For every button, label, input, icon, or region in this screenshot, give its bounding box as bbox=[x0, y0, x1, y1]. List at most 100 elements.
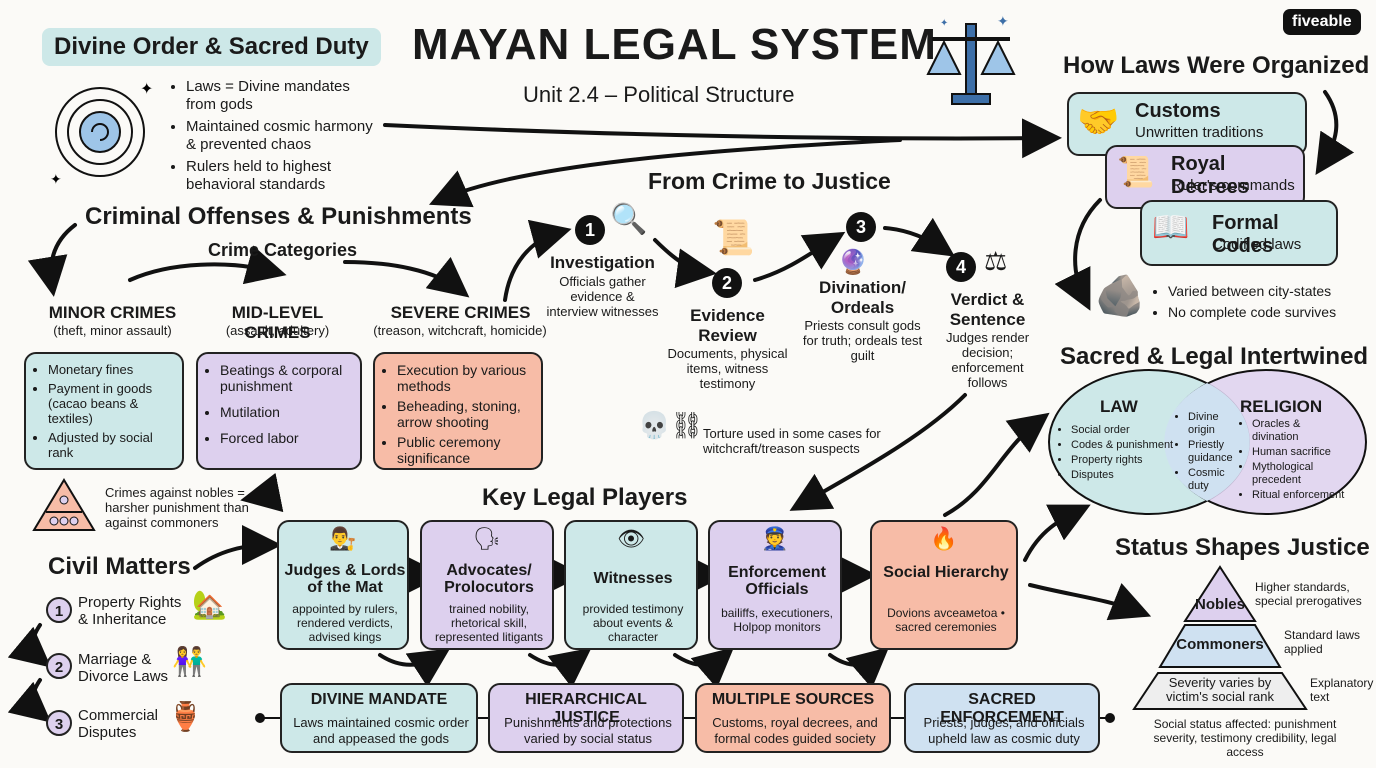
codes-title: Formal Codes bbox=[1212, 212, 1279, 257]
svg-text:✦: ✦ bbox=[997, 14, 1009, 29]
divine-bullet: Laws = Divine mandates from gods bbox=[186, 78, 380, 114]
step-title: Divination/ Ordeals bbox=[819, 278, 906, 317]
svg-text:✦: ✦ bbox=[140, 81, 153, 98]
step-desc: Priests consult gods for truth; ordeals … bbox=[802, 318, 923, 363]
law-item: Social order bbox=[1071, 424, 1173, 437]
civil-item: Property Rights & Inheritance bbox=[78, 594, 182, 628]
organized-heading: How Laws Were Organized bbox=[1063, 52, 1370, 79]
status-pyramid bbox=[1132, 565, 1308, 710]
tier-note: Explanatory text bbox=[1310, 676, 1374, 704]
organized-notes: Varied between city-states No complete c… bbox=[1152, 283, 1336, 325]
religion-item: Ritual enforcement bbox=[1252, 489, 1347, 502]
couple-icon: 👫 bbox=[172, 646, 207, 677]
player-title: Witnesses bbox=[593, 570, 673, 587]
player-desc: appointed by rulers, rendered verdicts, … bbox=[292, 602, 398, 644]
tier-note: Standard laws applied bbox=[1284, 628, 1361, 656]
decrees-desc: Ruler's commands bbox=[1171, 177, 1295, 194]
civil-item: Marriage & Divorce Laws bbox=[78, 651, 169, 685]
minor-item: Monetary fines bbox=[48, 362, 176, 377]
page-title: MAYAN LEGAL SYSTEM bbox=[412, 20, 937, 69]
severe-item: Public ceremony significance bbox=[397, 434, 535, 466]
theme-title: SACRED ENFORCEMENT bbox=[940, 691, 1064, 726]
mid-item: Beatings & corporal punishment bbox=[220, 362, 354, 394]
svg-text:✦: ✦ bbox=[50, 171, 62, 187]
players-heading: Key Legal Players bbox=[482, 484, 688, 511]
severe-crimes-examples: (treason, witchcraft, homicide) bbox=[373, 323, 547, 338]
tier-label: Nobles bbox=[1194, 596, 1245, 613]
decrees-title: Royal Decrees bbox=[1171, 153, 1249, 198]
theme-desc: Laws maintained cosmic order and appease… bbox=[293, 715, 469, 746]
minor-crimes-card: Monetary fines Payment in goods (cacao b… bbox=[24, 352, 184, 470]
officer-icon: 👮 bbox=[761, 526, 789, 551]
judge-icon: 👨‍⚖️ bbox=[329, 526, 357, 551]
minor-crimes-title: MINOR CRIMES bbox=[48, 303, 177, 322]
venn-overlap-list: Divine origin Priestly guidance Cosmic d… bbox=[1172, 411, 1248, 497]
civil-number: 2 bbox=[46, 653, 72, 679]
divine-heading: Divine Order & Sacred Duty bbox=[54, 33, 369, 60]
theme-card-hierarchical: HIERARCHICAL JUSTICE Punishments and pro… bbox=[488, 683, 684, 753]
mid-item: Mutilation bbox=[220, 404, 354, 420]
theme-title: HIERARCHICAL JUSTICE bbox=[525, 691, 647, 726]
process-heading: From Crime to Justice bbox=[648, 168, 891, 194]
religion-item: Oracles & divination bbox=[1252, 418, 1347, 444]
skull-chain-icon: 💀⛓ bbox=[638, 410, 704, 440]
step-title: Evidence Review bbox=[690, 306, 765, 345]
codes-card: 📖 Formal Codes Codified laws bbox=[1140, 200, 1338, 266]
mid-crimes-title: MID-LEVEL CRIMES bbox=[231, 303, 324, 342]
step-title: Investigation bbox=[550, 253, 655, 272]
overlap-item: Divine origin bbox=[1188, 411, 1248, 437]
tier-label: Commoners bbox=[1176, 636, 1264, 653]
law-item: Property rights bbox=[1071, 454, 1173, 467]
severe-item: Execution by various methods bbox=[397, 362, 535, 394]
player-desc: Dovions avceaмetoa • sacred ceremonies bbox=[887, 606, 1005, 634]
venn-law-list: Social order Codes & punishment Property… bbox=[1055, 424, 1173, 486]
svg-text:✦: ✦ bbox=[940, 18, 948, 29]
theme-title: DIVINE MANDATE bbox=[310, 691, 448, 708]
severe-item: Beheading, stoning, arrow shooting bbox=[397, 398, 535, 430]
venn-religion-list: Oracles & divination Human sacrifice Myt… bbox=[1236, 418, 1347, 506]
handshake-icon: 🤝 bbox=[1077, 103, 1120, 141]
tier-label: Severity varies by victim's social rank bbox=[1166, 675, 1274, 704]
player-title: Social Hierarchy bbox=[883, 564, 1009, 581]
player-card-advocates: 🗣 Advocates/ Prolocutors trained nobilit… bbox=[420, 520, 554, 650]
severe-crimes-card: Execution by various methods Beheading, … bbox=[373, 352, 543, 470]
step-desc: Judges render decision; enforcement foll… bbox=[945, 330, 1030, 390]
minor-item: Payment in goods (cacao beans & textiles… bbox=[48, 381, 176, 426]
theme-card-sources: MULTIPLE SOURCES Customs, royal decrees,… bbox=[695, 683, 891, 753]
player-desc: provided testimony about events & charac… bbox=[582, 602, 684, 644]
divine-bullet: Maintained cosmic harmony & prevented ch… bbox=[186, 118, 380, 154]
civil-number: 1 bbox=[46, 597, 72, 623]
civil-heading: Civil Matters bbox=[48, 553, 191, 580]
page-subtitle: Unit 2.4 – Political Structure bbox=[523, 82, 795, 107]
theme-title: MULTIPLE SOURCES bbox=[711, 691, 875, 708]
status-footer: Social status affected: punishment sever… bbox=[1153, 717, 1337, 759]
scroll-icon: 📜 bbox=[1117, 156, 1155, 189]
law-item: Codes & punishment bbox=[1071, 439, 1173, 452]
law-item: Disputes bbox=[1071, 469, 1173, 482]
organized-note: No complete code survives bbox=[1168, 304, 1336, 321]
step-number: 4 bbox=[946, 252, 976, 282]
player-title: Enforcement Officials bbox=[728, 564, 826, 598]
fire-hierarchy-icon: 🔥 bbox=[930, 526, 958, 551]
broken-tablet-icon: 🪨 bbox=[1095, 274, 1145, 318]
customs-desc: Unwritten traditions bbox=[1135, 124, 1264, 141]
theme-desc: Customs, royal decrees, and formal codes… bbox=[712, 715, 878, 746]
theme-desc: Priests, judges, and officials upheld la… bbox=[923, 715, 1085, 746]
scales-icon: ✦ ✦ bbox=[922, 13, 1022, 114]
religion-item: Human sacrifice bbox=[1252, 446, 1347, 459]
tier-note: Higher standards, special prerogatives bbox=[1255, 580, 1362, 608]
player-card-witnesses: 👁 Witnesses provided testimony about eve… bbox=[564, 520, 698, 650]
book-icon: 📖 bbox=[1152, 211, 1190, 244]
mid-crimes-card: Beatings & corporal punishment Mutilatio… bbox=[196, 352, 362, 470]
player-desc: bailiffs, executioners, Holpop monitors bbox=[721, 606, 833, 634]
house-icon: 🏡 bbox=[192, 589, 227, 620]
magnifier-icon: 🔍 bbox=[610, 203, 648, 236]
divine-bullet: Rulers held to highest behavioral standa… bbox=[186, 158, 380, 194]
torture-note: Torture used in some cases for witchcraf… bbox=[703, 426, 881, 456]
religion-item: Mythological precedent bbox=[1252, 461, 1347, 487]
player-desc: trained nobility, rhetorical skill, repr… bbox=[434, 602, 544, 644]
divine-list: Laws = Divine mandates from gods Maintai… bbox=[170, 78, 380, 198]
step-number: 1 bbox=[575, 215, 605, 245]
civil-number: 3 bbox=[46, 710, 72, 736]
venn-religion-title: RELIGION bbox=[1240, 397, 1323, 416]
